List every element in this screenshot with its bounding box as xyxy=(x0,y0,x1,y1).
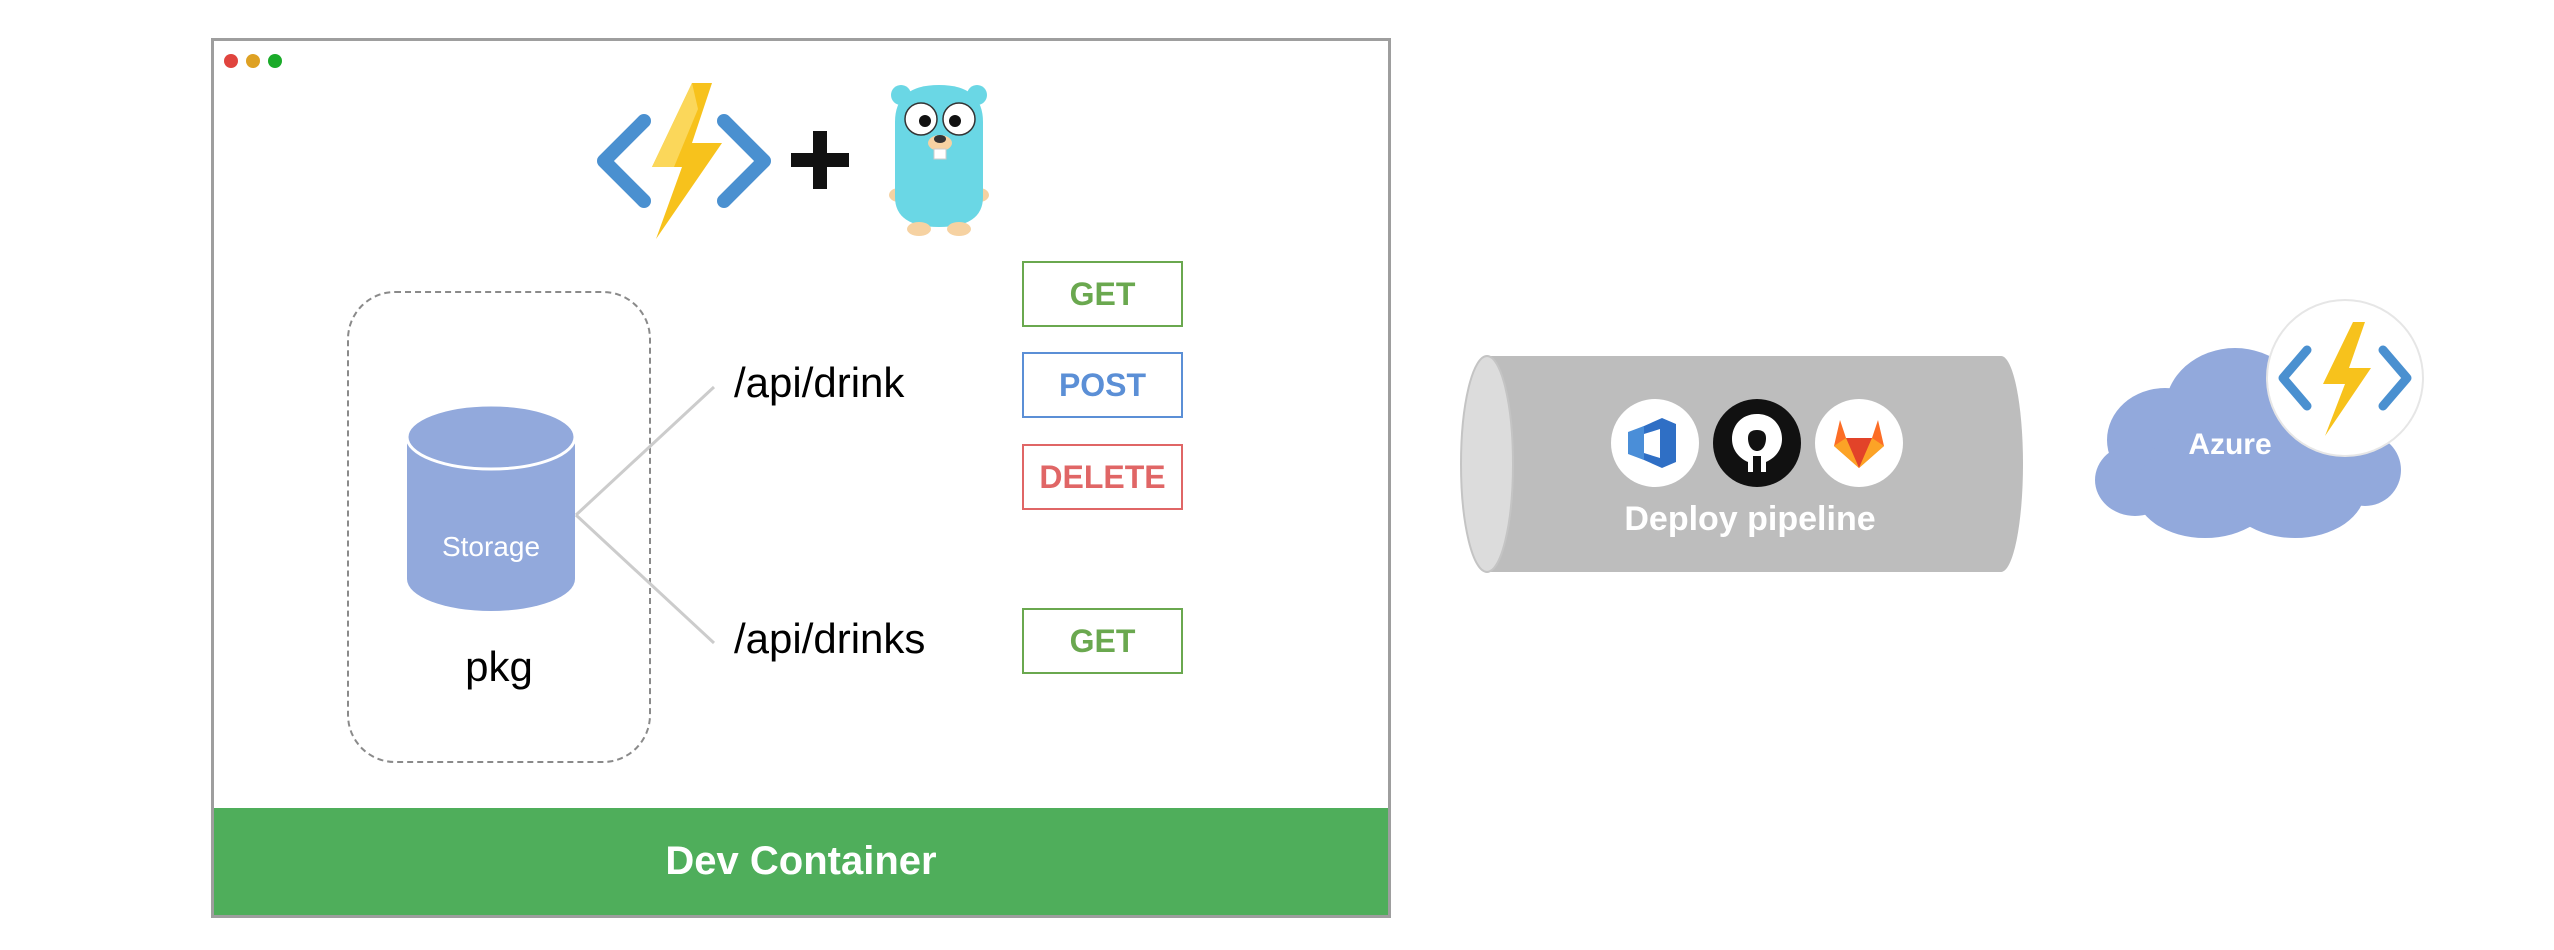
window-minimize-dot xyxy=(246,54,260,68)
azure-functions-icon xyxy=(597,83,771,239)
dev-container-footer: Dev Container xyxy=(214,808,1388,915)
dev-container-window: Storage pkg /api/drink /api/drinks GET P… xyxy=(211,38,1391,918)
route-api-drinks: /api/drinks xyxy=(734,615,926,662)
method-post-drink-badge: POST xyxy=(1022,352,1183,418)
window-maximize-dot xyxy=(268,54,282,68)
azure-label: Azure xyxy=(2188,428,2272,461)
window-close-dot xyxy=(224,54,238,68)
gitlab-icon xyxy=(1815,399,1903,487)
github-icon xyxy=(1713,399,1801,487)
pkg-package-box: Storage pkg xyxy=(347,291,651,763)
deploy-pipeline-label: Deploy pipeline xyxy=(1624,500,1876,538)
plus-icon xyxy=(791,131,849,189)
storage-label: Storage xyxy=(441,531,541,562)
route-connector-lines xyxy=(574,385,716,645)
azure-functions-cloud-icon xyxy=(2266,299,2424,457)
method-delete-drink-badge: DELETE xyxy=(1022,444,1183,510)
go-gopher-icon xyxy=(889,85,989,236)
pkg-label: pkg xyxy=(465,643,533,690)
azure-devops-icon xyxy=(1611,399,1699,487)
method-get-drink-badge: GET xyxy=(1022,261,1183,327)
route-api-drink: /api/drink xyxy=(734,359,905,406)
storage-cylinder xyxy=(405,403,577,611)
method-get-drinks-badge: GET xyxy=(1022,608,1183,674)
